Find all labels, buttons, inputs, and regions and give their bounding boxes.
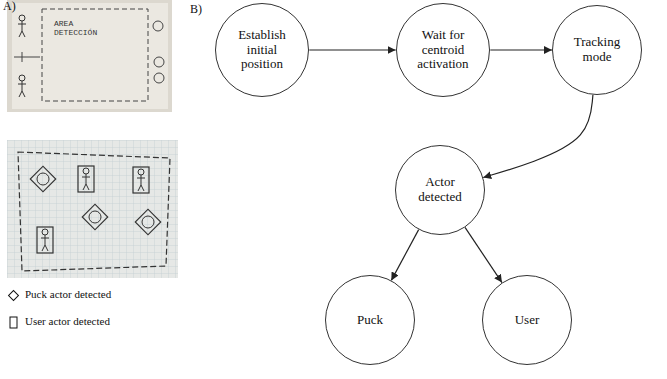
panel-label: B) — [190, 3, 202, 17]
photo-ground — [7, 0, 172, 112]
node-label: Tracking mode — [564, 35, 631, 65]
sketch-photo-bottom — [7, 140, 178, 278]
node-text-group: Tracking mode — [564, 35, 631, 65]
diamond-frame — [30, 166, 55, 191]
user-figure — [41, 229, 49, 251]
puck-marker — [82, 204, 107, 229]
flow-arrow — [391, 230, 418, 281]
state-circle: Wait for centroid activation — [396, 3, 491, 98]
photo-ground — [7, 140, 178, 278]
sketch-mark — [14, 52, 40, 62]
state-circle: Actor detected — [395, 145, 485, 235]
sketch-text: AREA DETECCIÓN — [54, 19, 110, 37]
grid-paper — [7, 140, 178, 278]
detection-area — [42, 9, 148, 101]
paper — [12, 3, 168, 109]
diamond-frame — [135, 209, 160, 234]
state-circle: Tracking mode — [552, 5, 642, 95]
node-text-group: User — [515, 313, 540, 328]
node-label: Establish initial position — [228, 28, 295, 73]
flow-arrow — [309, 49, 395, 50]
legend-diamond — [9, 291, 19, 301]
puck-figure — [154, 57, 164, 67]
node-text-group: Wait for centroid activation — [409, 28, 476, 73]
puck-figure — [89, 211, 101, 223]
puck-figure — [142, 216, 154, 228]
puck-figure — [153, 21, 163, 31]
user-marker — [78, 166, 94, 192]
user-marker — [133, 167, 149, 193]
puck-figure — [154, 73, 164, 83]
node-text-group: Establish initial position — [228, 28, 295, 73]
sketch-photo-top — [7, 0, 172, 112]
flow-arrow — [483, 95, 593, 178]
detection-area — [18, 152, 170, 271]
legend-label: Puck actor detected — [25, 288, 111, 300]
flow-arrow — [490, 49, 552, 50]
state-circle: User — [482, 275, 572, 365]
user-figure — [18, 15, 26, 37]
state-circle: Establish initial position — [215, 3, 310, 98]
legend-label: User actor detected — [25, 315, 110, 327]
node-label: Actor detected — [407, 175, 474, 205]
node-text-group: Actor detected — [407, 175, 474, 205]
puck-figure — [37, 173, 49, 185]
node-label: Puck — [357, 313, 383, 328]
panel-label: A) — [3, 0, 16, 14]
node-label: Wait for centroid activation — [409, 28, 476, 73]
puck-marker — [30, 166, 55, 191]
flow-arrow — [465, 227, 502, 282]
rect-frame — [133, 167, 149, 193]
rect-frame — [78, 166, 94, 192]
puck-marker — [135, 209, 160, 234]
user-figure — [18, 75, 26, 97]
diamond-frame — [82, 204, 107, 229]
state-circle: Puck — [325, 275, 415, 365]
node-text-group: Puck — [357, 313, 383, 328]
user-marker — [37, 227, 53, 253]
user-figure — [82, 168, 90, 190]
node-label: User — [515, 313, 540, 328]
legend-rect — [10, 317, 17, 328]
rect-frame — [37, 227, 53, 253]
user-figure — [137, 169, 145, 191]
